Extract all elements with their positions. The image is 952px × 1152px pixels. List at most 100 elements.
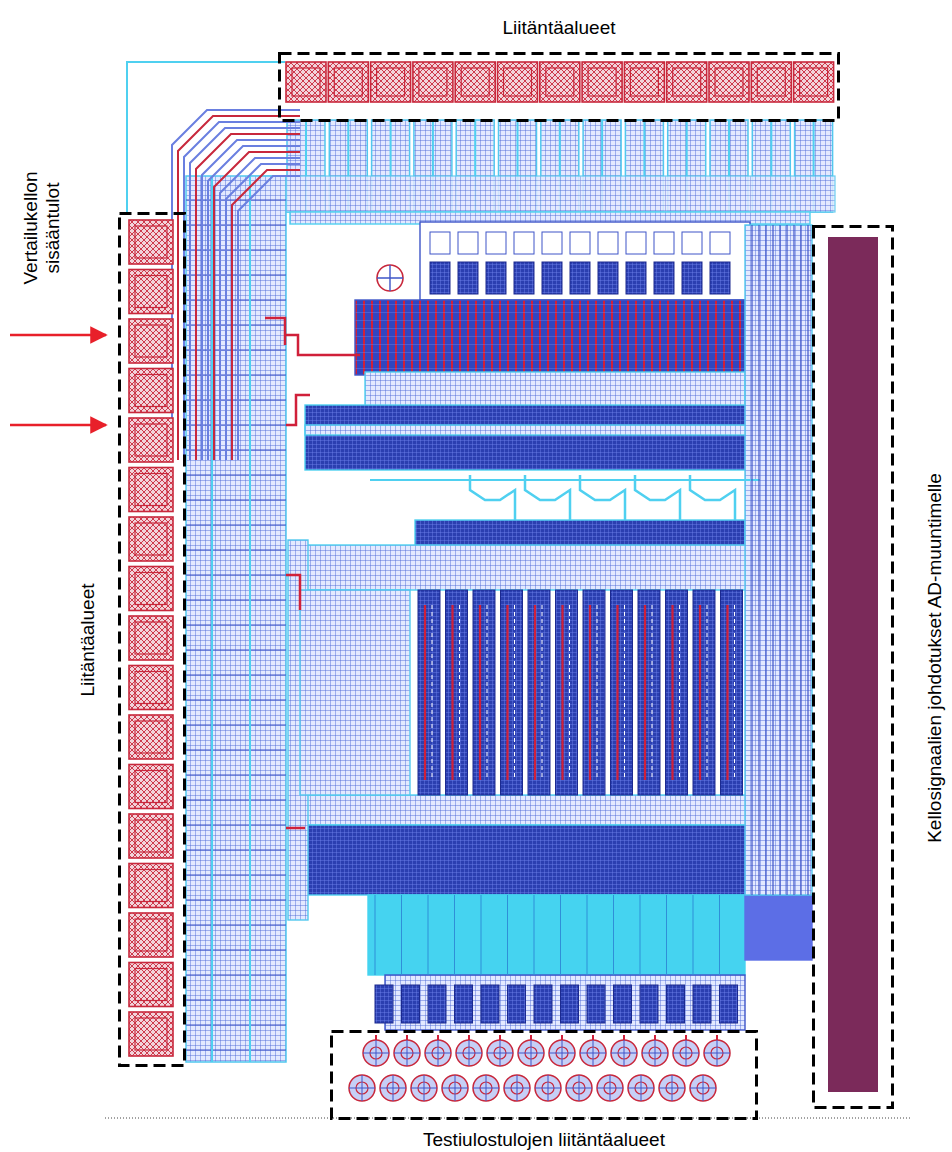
signal-wire <box>286 335 360 355</box>
bus-wire <box>196 134 300 460</box>
dashed-outline <box>330 1030 758 1120</box>
wire <box>186 549 286 550</box>
wire <box>186 649 286 650</box>
bus-wire <box>184 122 300 460</box>
wire <box>640 895 641 975</box>
routing-strip <box>250 176 835 212</box>
bond-pad-inner <box>135 721 167 753</box>
circuit-block <box>305 425 805 435</box>
transistor <box>626 232 646 254</box>
bond-pad-inner <box>135 424 167 456</box>
test-pad <box>425 1040 451 1066</box>
wire <box>525 475 570 520</box>
dashed-outline <box>118 212 186 1067</box>
bond-pad-inner <box>135 226 167 258</box>
wire <box>432 605 433 780</box>
test-pad <box>380 1075 406 1101</box>
signal-wire <box>265 318 285 345</box>
column-cell <box>528 590 550 795</box>
column-cell <box>428 985 446 1023</box>
via-symbol <box>377 265 403 291</box>
bond-pad <box>129 666 173 710</box>
bond-pad <box>129 715 173 759</box>
test-pad-cross <box>380 1075 406 1101</box>
signal-wire <box>286 395 310 425</box>
column-cell <box>375 985 393 1023</box>
wire <box>772 225 773 895</box>
bond-pad <box>371 62 411 102</box>
column-cell <box>583 590 605 795</box>
bond-pad-inner <box>135 1018 167 1050</box>
wire <box>186 974 286 975</box>
bond-pad-inner <box>135 622 167 654</box>
clock-bus <box>828 237 878 1092</box>
test-pad <box>690 1075 716 1101</box>
test-pad <box>597 1075 623 1101</box>
column-cell <box>587 985 605 1023</box>
region-label: Kellosignaalien johdotukset AD-muuntimel… <box>924 473 946 843</box>
via-symbol <box>377 265 403 291</box>
wire <box>186 899 286 900</box>
transistor <box>598 232 618 254</box>
column-cell <box>640 985 658 1023</box>
wire <box>451 605 453 780</box>
wire <box>401 895 402 975</box>
wire <box>534 605 536 780</box>
transistor <box>626 262 646 294</box>
bond-pad-inner <box>673 68 701 96</box>
wire <box>644 605 646 780</box>
bond-pad <box>129 567 173 611</box>
wire <box>211 176 213 1062</box>
circuit-block <box>300 795 805 825</box>
test-pad-cross <box>411 1075 437 1101</box>
bond-pad-inner <box>419 68 447 96</box>
column-cell <box>402 985 420 1023</box>
column-cell <box>720 985 738 1023</box>
test-pad <box>518 1040 544 1066</box>
wire <box>249 176 251 1062</box>
test-pad-cross <box>611 1040 637 1066</box>
wire <box>589 605 591 780</box>
column-cell <box>666 590 688 795</box>
wire <box>666 895 667 975</box>
wire <box>779 225 780 895</box>
circuit-block <box>300 590 410 795</box>
bond-pad <box>129 864 173 908</box>
test-pad <box>628 1075 654 1101</box>
circuit-block <box>305 405 805 470</box>
circuit-block <box>300 545 805 590</box>
bond-pad-inner <box>135 523 167 555</box>
pointer-arrow <box>10 424 106 427</box>
column-cell <box>418 590 440 795</box>
wire <box>186 499 286 500</box>
wire <box>561 605 563 780</box>
bond-pad <box>129 468 173 512</box>
wire <box>459 605 460 780</box>
transistor <box>430 232 450 254</box>
wire <box>635 475 680 520</box>
wire <box>454 895 455 975</box>
column-cell <box>455 985 473 1023</box>
wire <box>613 895 614 975</box>
pad-region: Liitäntäalueet <box>118 212 186 1067</box>
wire <box>375 895 376 975</box>
test-pad-cross <box>704 1040 730 1066</box>
wire <box>786 225 787 895</box>
column-cell <box>481 985 499 1023</box>
column-cell <box>508 985 526 1023</box>
transistor <box>458 262 478 294</box>
bond-pad <box>129 814 173 858</box>
wire <box>487 605 488 780</box>
test-pad <box>456 1040 482 1066</box>
bond-pad <box>129 765 173 809</box>
wire <box>751 225 752 895</box>
wire <box>800 225 801 895</box>
bond-pad <box>129 913 173 957</box>
dashed-outline <box>814 227 893 1108</box>
transistor <box>682 232 702 254</box>
wire <box>186 874 286 875</box>
bond-pad-inner <box>800 68 828 96</box>
column-cell <box>614 985 632 1023</box>
bond-pad <box>286 62 326 102</box>
wire <box>707 605 708 780</box>
